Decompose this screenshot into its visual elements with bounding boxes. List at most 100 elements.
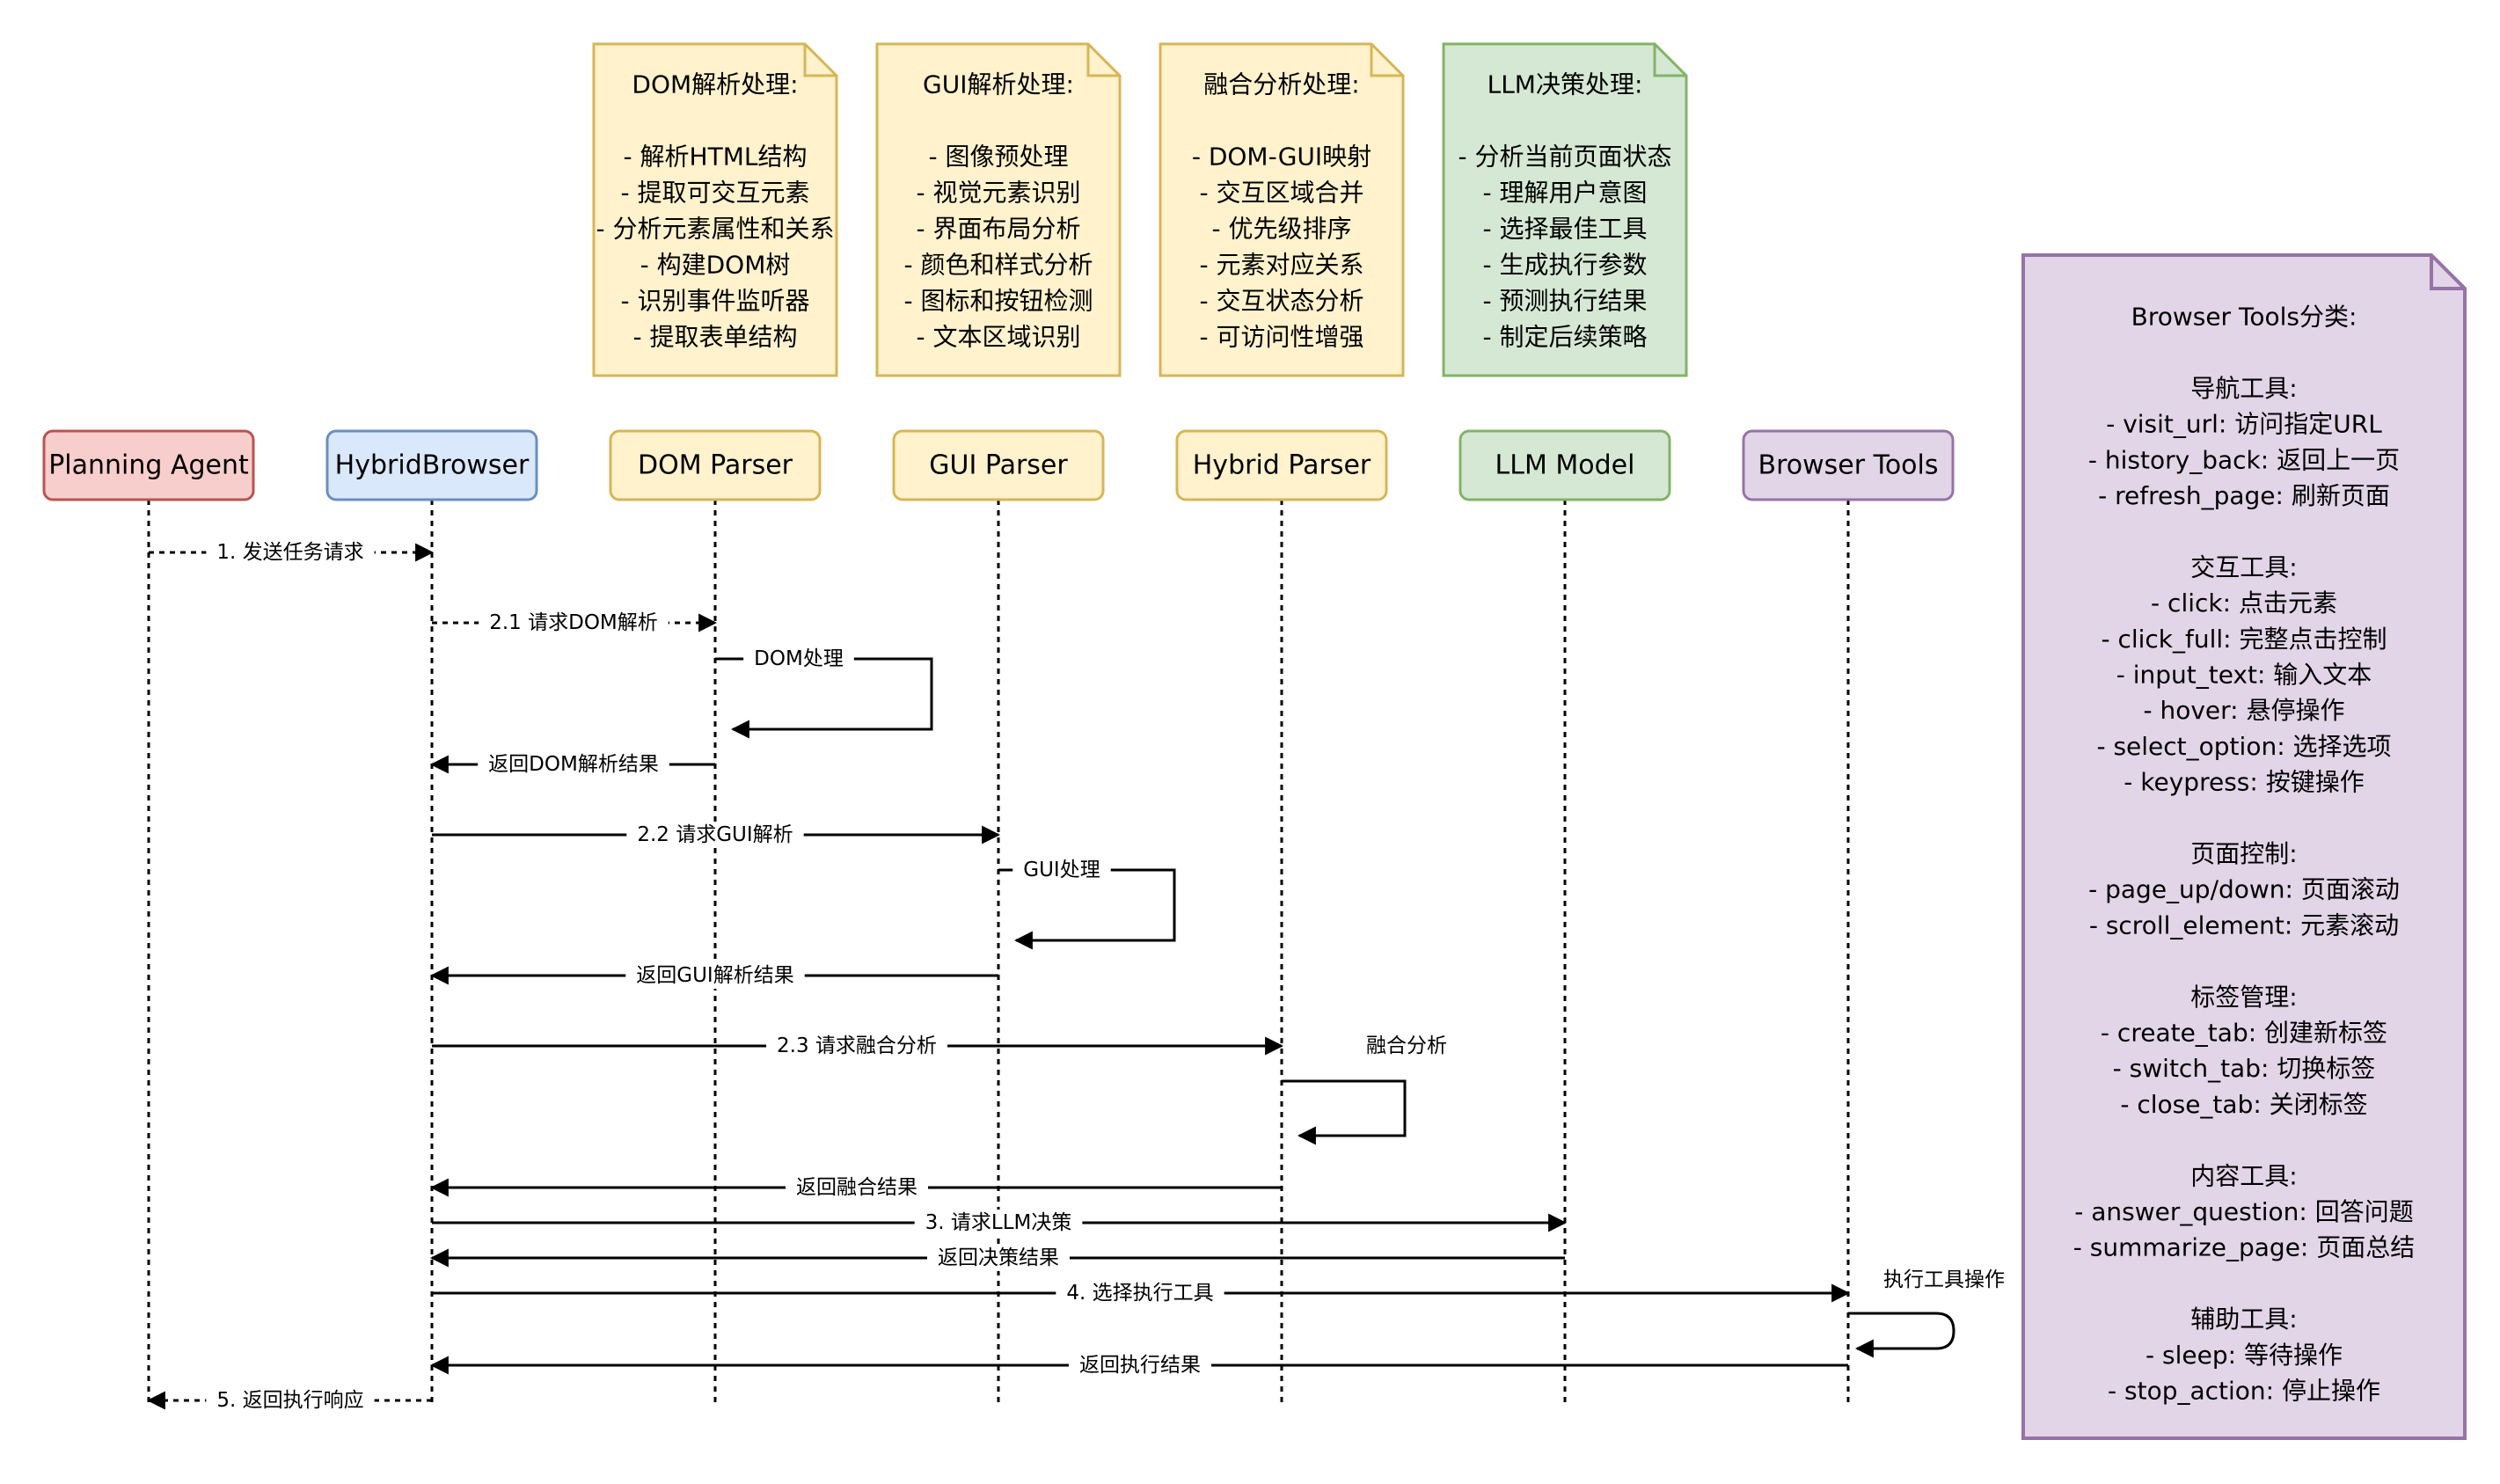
message-m4: 4. 选择执行工具	[432, 1280, 1851, 1306]
note-fold-llm	[1653, 44, 1686, 77]
note-line-fusion: - 元素对应关系	[1199, 251, 1363, 280]
message-r_exec: 返回执行结果	[429, 1352, 1848, 1378]
message-label: 返回GUI解析结果	[636, 964, 793, 987]
self-message-s_fusion: 融合分析	[1282, 1034, 1447, 1145]
note-line-dom: - 分析元素属性和关系	[596, 215, 834, 244]
message-label-bg	[1069, 1352, 1211, 1378]
message-r_fusion: 返回融合结果	[429, 1174, 1282, 1201]
browser-tools-line: 交互工具:	[2190, 552, 2297, 581]
message-label: 4. 选择执行工具	[1066, 1282, 1213, 1305]
message-r_gui: 返回GUI解析结果	[429, 962, 998, 989]
message-label: 3. 请求LLM决策	[925, 1211, 1072, 1234]
note-fold-gui	[1086, 44, 1120, 77]
actor-planning: Planning Agent	[42, 429, 255, 501]
actor-label-dom: DOM Parser	[638, 450, 793, 481]
note-fold-dom	[803, 44, 837, 77]
message-label: 返回融合结果	[796, 1176, 917, 1199]
note-line-llm: LLM决策处理:	[1488, 70, 1643, 99]
self-message-s_gui: GUI处理	[998, 857, 1176, 950]
actor-box-llm	[1458, 429, 1671, 501]
browser-tools-note-body	[2021, 253, 2467, 1440]
message-label-bg	[1056, 1280, 1224, 1306]
note-body-llm	[1442, 42, 1688, 377]
note-line-llm: - 制定后续策略	[1482, 323, 1647, 352]
note-line-dom: - 构建DOM树	[640, 251, 791, 280]
message-label: 返回决策结果	[938, 1246, 1059, 1269]
note-line-llm: - 分析当前页面状态	[1458, 143, 1671, 172]
browser-tools-note-fold	[2430, 255, 2465, 290]
message-label-bg	[914, 1210, 1083, 1236]
note-line-fusion: - 优先级排序	[1211, 215, 1351, 244]
actor-gui: GUI Parser	[892, 429, 1105, 501]
note-line-dom: DOM解析处理:	[632, 70, 798, 99]
message-label: DOM处理	[754, 647, 844, 670]
note-body-fusion	[1159, 42, 1405, 377]
note-line-llm: - 预测执行结果	[1482, 287, 1647, 316]
self-message-arrow	[1282, 1079, 1407, 1145]
actor-dom: DOM Parser	[609, 429, 822, 501]
browser-tools-line: - summarize_page: 页面总结	[2073, 1233, 2416, 1262]
note-line-dom: - 提取表单结构	[632, 323, 797, 352]
note-line-llm: - 理解用户意图	[1482, 179, 1647, 208]
actor-label-planning: Planning Agent	[48, 450, 249, 481]
browser-tools-line: - click_full: 完整点击控制	[2101, 625, 2387, 654]
self-message-s_dom: DOM处理	[715, 646, 933, 739]
message-label-bg	[766, 1033, 947, 1059]
note-line-gui: - 图标和按钮检测	[903, 287, 1093, 316]
note-line-llm: - 生成执行参数	[1482, 251, 1647, 280]
self-message-s_tools: 执行工具操作	[1848, 1268, 2005, 1358]
browser-tools-line: - stop_action: 停止操作	[2108, 1377, 2380, 1406]
actor-label-gui: GUI Parser	[929, 450, 1068, 481]
browser-tools-line: - keypress: 按键操作	[2124, 768, 2364, 797]
message-label: 5. 返回执行响应	[216, 1389, 363, 1412]
browser-tools-line: - answer_question: 回答问题	[2074, 1197, 2413, 1226]
note-line-fusion: - DOM-GUI映射	[1192, 143, 1371, 172]
note-line-gui: - 颜色和样式分析	[903, 251, 1093, 280]
note-body-dom	[592, 42, 838, 377]
browser-tools-line: - click: 点击元素	[2151, 588, 2337, 618]
browser-tools-line: - create_tab: 创建新标签	[2101, 1019, 2387, 1048]
note-fusion: 融合分析处理:- DOM-GUI映射- 交互区域合并- 优先级排序- 元素对应关…	[1159, 42, 1405, 377]
actor-box-dom	[609, 429, 822, 501]
note-gui: GUI解析处理:- 图像预处理- 视觉元素识别- 界面布局分析- 颜色和样式分析…	[875, 42, 1122, 377]
note-line-fusion: - 交互状态分析	[1199, 287, 1363, 316]
message-label: 返回执行结果	[1079, 1354, 1201, 1377]
message-label: 执行工具操作	[1883, 1268, 2005, 1291]
message-m5: 5. 返回执行响应	[146, 1387, 432, 1414]
actor-llm: LLM Model	[1458, 429, 1671, 501]
actor-box-planning	[42, 429, 255, 501]
note-line-fusion: - 可访问性增强	[1199, 323, 1363, 352]
message-m21: 2.1 请求DOM解析	[432, 610, 718, 636]
actor-tools: Browser Tools	[1742, 429, 1955, 501]
note-line-gui: - 图像预处理	[928, 143, 1068, 172]
browser-tools-line: - close_tab: 关闭标签	[2120, 1090, 2367, 1119]
message-label: 2.2 请求GUI解析	[637, 823, 793, 846]
note-line-dom: - 识别事件监听器	[620, 287, 809, 316]
message-label-bg	[786, 1174, 928, 1201]
message-label-bg	[625, 962, 805, 989]
actor-box-hybrid_parser	[1175, 429, 1388, 501]
message-r_llm: 返回决策结果	[429, 1245, 1565, 1271]
message-label-bg	[206, 1387, 375, 1414]
note-line-gui: - 视觉元素识别	[916, 179, 1080, 208]
browser-tools-line: - select_option: 选择选项	[2096, 732, 2391, 761]
message-label: 2.3 请求融合分析	[777, 1034, 937, 1057]
note-dom: DOM解析处理:- 解析HTML结构- 提取可交互元素- 分析元素属性和关系- …	[592, 42, 838, 377]
actor-box-tools	[1742, 429, 1955, 501]
browser-tools-line: 标签管理:	[2190, 983, 2297, 1012]
self-message-arrow	[1848, 1312, 1955, 1358]
message-label-bg	[479, 610, 669, 636]
browser-tools-line: 内容工具:	[2190, 1161, 2297, 1190]
browser-tools-line: Browser Tools分类:	[2131, 303, 2357, 332]
browser-tools-line: - visit_url: 访问指定URL	[2106, 410, 2382, 439]
browser-tools-line: - page_up/down: 页面滚动	[2088, 875, 2400, 904]
actor-label-llm: LLM Model	[1495, 450, 1635, 481]
actor-label-hybrid_browser: HybridBrowser	[335, 450, 530, 481]
note-line-fusion: 融合分析处理:	[1203, 70, 1359, 99]
actor-label-hybrid_parser: Hybrid Parser	[1193, 450, 1371, 481]
browser-tools-line: - scroll_element: 元素滚动	[2089, 910, 2399, 939]
message-m1: 1. 发送任务请求	[149, 539, 435, 566]
message-label-bg	[1012, 857, 1111, 883]
